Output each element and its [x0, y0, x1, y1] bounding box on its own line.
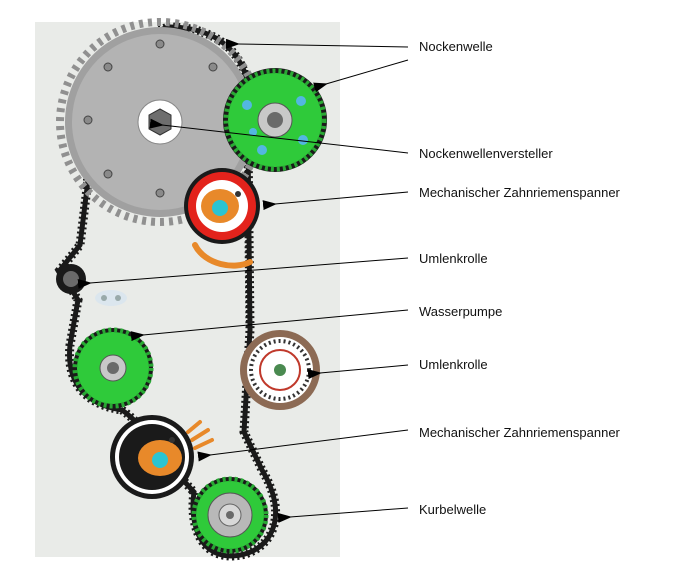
arrow-umlenkrolle-1 — [77, 257, 409, 289]
label-nockenwelle: Nockenwelle — [419, 39, 493, 54]
arrow-umlenkrolle-2 — [307, 364, 409, 380]
arrow-zahnriemenspanner-2 — [197, 429, 409, 462]
arrow-wasserpumpe — [130, 309, 409, 342]
lower-tensioner — [110, 415, 214, 499]
label-nockenwellenversteller: Nockenwellenversteller — [419, 146, 553, 161]
label-zahnriemenspanner-1: Mechanischer Zahnriemenspanner — [419, 185, 620, 200]
crankshaft-gear — [191, 476, 269, 554]
label-umlenkrolle-2: Umlenkrolle — [419, 357, 488, 372]
callout-arrows — [77, 38, 409, 523]
label-umlenkrolle-1: Umlenkrolle — [419, 251, 488, 266]
lower-idler — [240, 330, 320, 410]
arrow-nockenwelle — [225, 38, 409, 49]
arrow-nockenwellenversteller — [149, 118, 409, 154]
arrow-zahnriemenspanner-1 — [262, 191, 409, 211]
label-zahnriemenspanner-2: Mechanischer Zahnriemenspanner — [419, 425, 620, 440]
label-kurbelwelle: Kurbelwelle — [419, 502, 487, 517]
water-pump-gear — [72, 327, 154, 409]
camshaft-hex-bolt — [148, 108, 172, 136]
arrow-kurbelwelle — [277, 507, 409, 523]
cam-adjuster-gear — [223, 68, 327, 172]
arrow-nockenwelle-adjuster-gear — [313, 59, 409, 93]
label-wasserpumpe: Wasserpumpe — [419, 304, 503, 319]
camshaft-bolts — [83, 39, 241, 198]
upper-tensioner — [184, 168, 260, 269]
